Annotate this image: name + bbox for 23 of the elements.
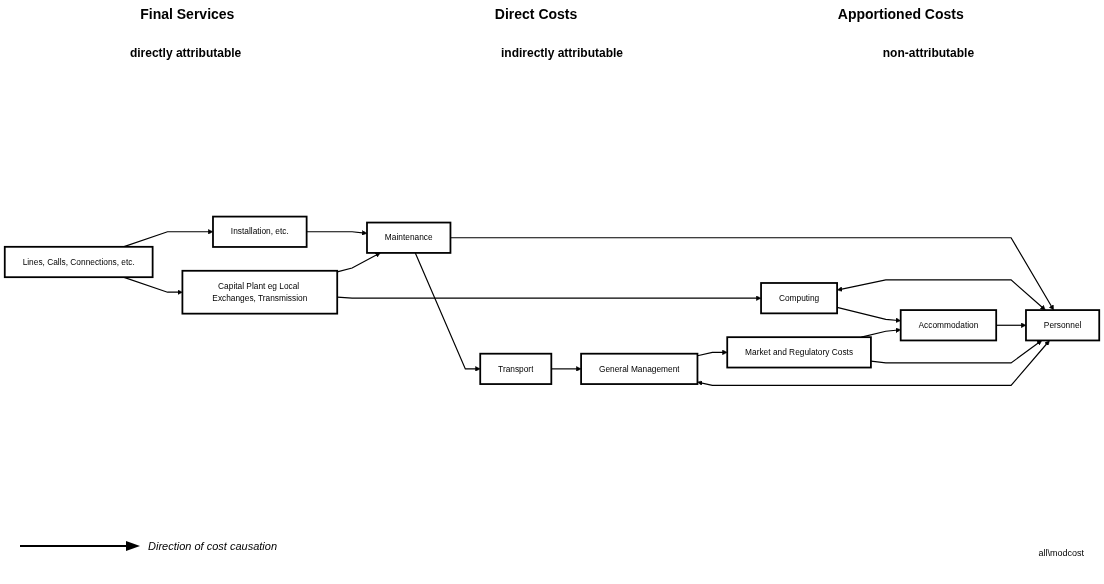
section-heading: Final Services [140, 6, 235, 24]
legend-label: Direction of cost causation [148, 540, 277, 552]
node-box: Accommodation [899, 309, 998, 342]
section-heading: Direct Costs [494, 6, 578, 24]
node-box: Capital Plant eg Local Exchanges, Transmission [181, 269, 339, 315]
node-box: General Management [580, 352, 699, 385]
arrow [697, 340, 1050, 386]
column-heading: directly attributable [129, 46, 242, 62]
node-box: Market and Regulatory Costs [726, 336, 872, 369]
arrow [336, 252, 381, 273]
file-note: all\modcost [1038, 548, 1084, 558]
arrow [870, 340, 1043, 364]
node-box: Transport [479, 352, 553, 385]
arrow [414, 252, 481, 372]
column-heading: non-attributable [882, 46, 975, 62]
column-heading: indirectly attributable [501, 46, 623, 62]
node-box: Installation, etc. [212, 215, 308, 248]
node-box: Lines, Calls, Connections, etc. [3, 245, 154, 279]
node-box: Maintenance [366, 221, 452, 254]
node-box: Computing [760, 282, 838, 315]
arrow [837, 279, 1046, 311]
node-box: Personnel [1025, 309, 1101, 342]
section-heading: Apportioned Costs [837, 6, 964, 24]
